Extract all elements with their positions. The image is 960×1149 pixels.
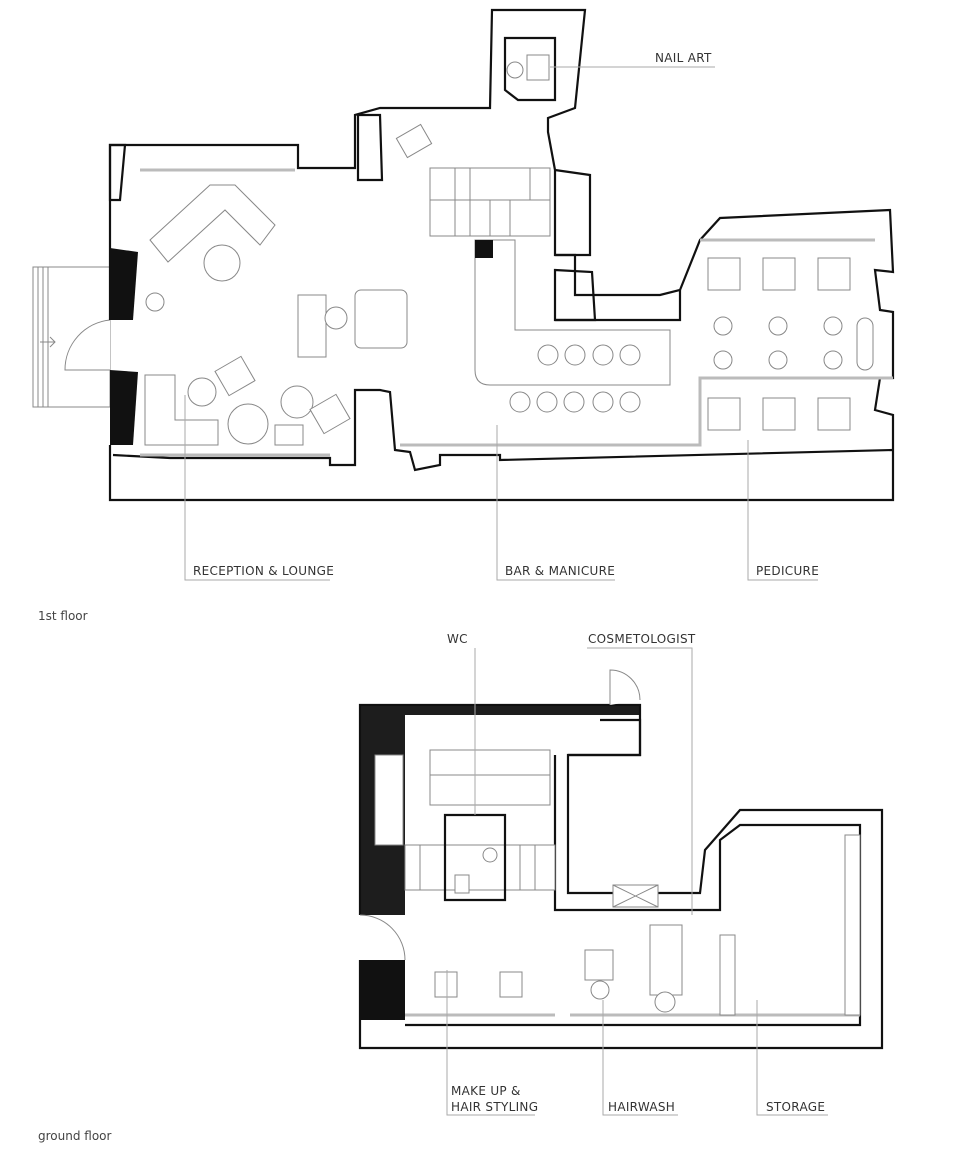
ground-floor-stairs (374, 749, 556, 891)
pedicure-stations (707, 257, 874, 431)
first-floor-stairs (429, 167, 551, 237)
label-makeup-line1: MAKE UP & (451, 1084, 521, 1098)
label-bar-manicure: BAR & MANICURE (505, 564, 615, 578)
ground-floor-plan (358, 647, 884, 1116)
ground-floor-furniture (434, 834, 861, 1016)
nail-art-station (506, 54, 550, 81)
bar-counter (474, 239, 671, 413)
label-reception-lounge: RECEPTION & LOUNGE (193, 564, 334, 578)
label-storage: STORAGE (766, 1100, 825, 1114)
label-hairwash: HAIRWASH (608, 1100, 675, 1114)
ground-floor-title: ground floor (38, 1129, 112, 1143)
first-floor-plan (32, 8, 895, 581)
label-nail-art: NAIL ART (655, 51, 712, 65)
lounge-furniture (144, 123, 433, 446)
label-wc: WC (447, 632, 468, 646)
entrance-steps (32, 266, 111, 408)
label-pedicure: PEDICURE (756, 564, 819, 578)
label-makeup-line2: HAIR STYLING (451, 1100, 538, 1114)
first-floor-title: 1st floor (38, 609, 88, 623)
label-cosmetologist: COSMETOLOGIST (588, 632, 696, 646)
